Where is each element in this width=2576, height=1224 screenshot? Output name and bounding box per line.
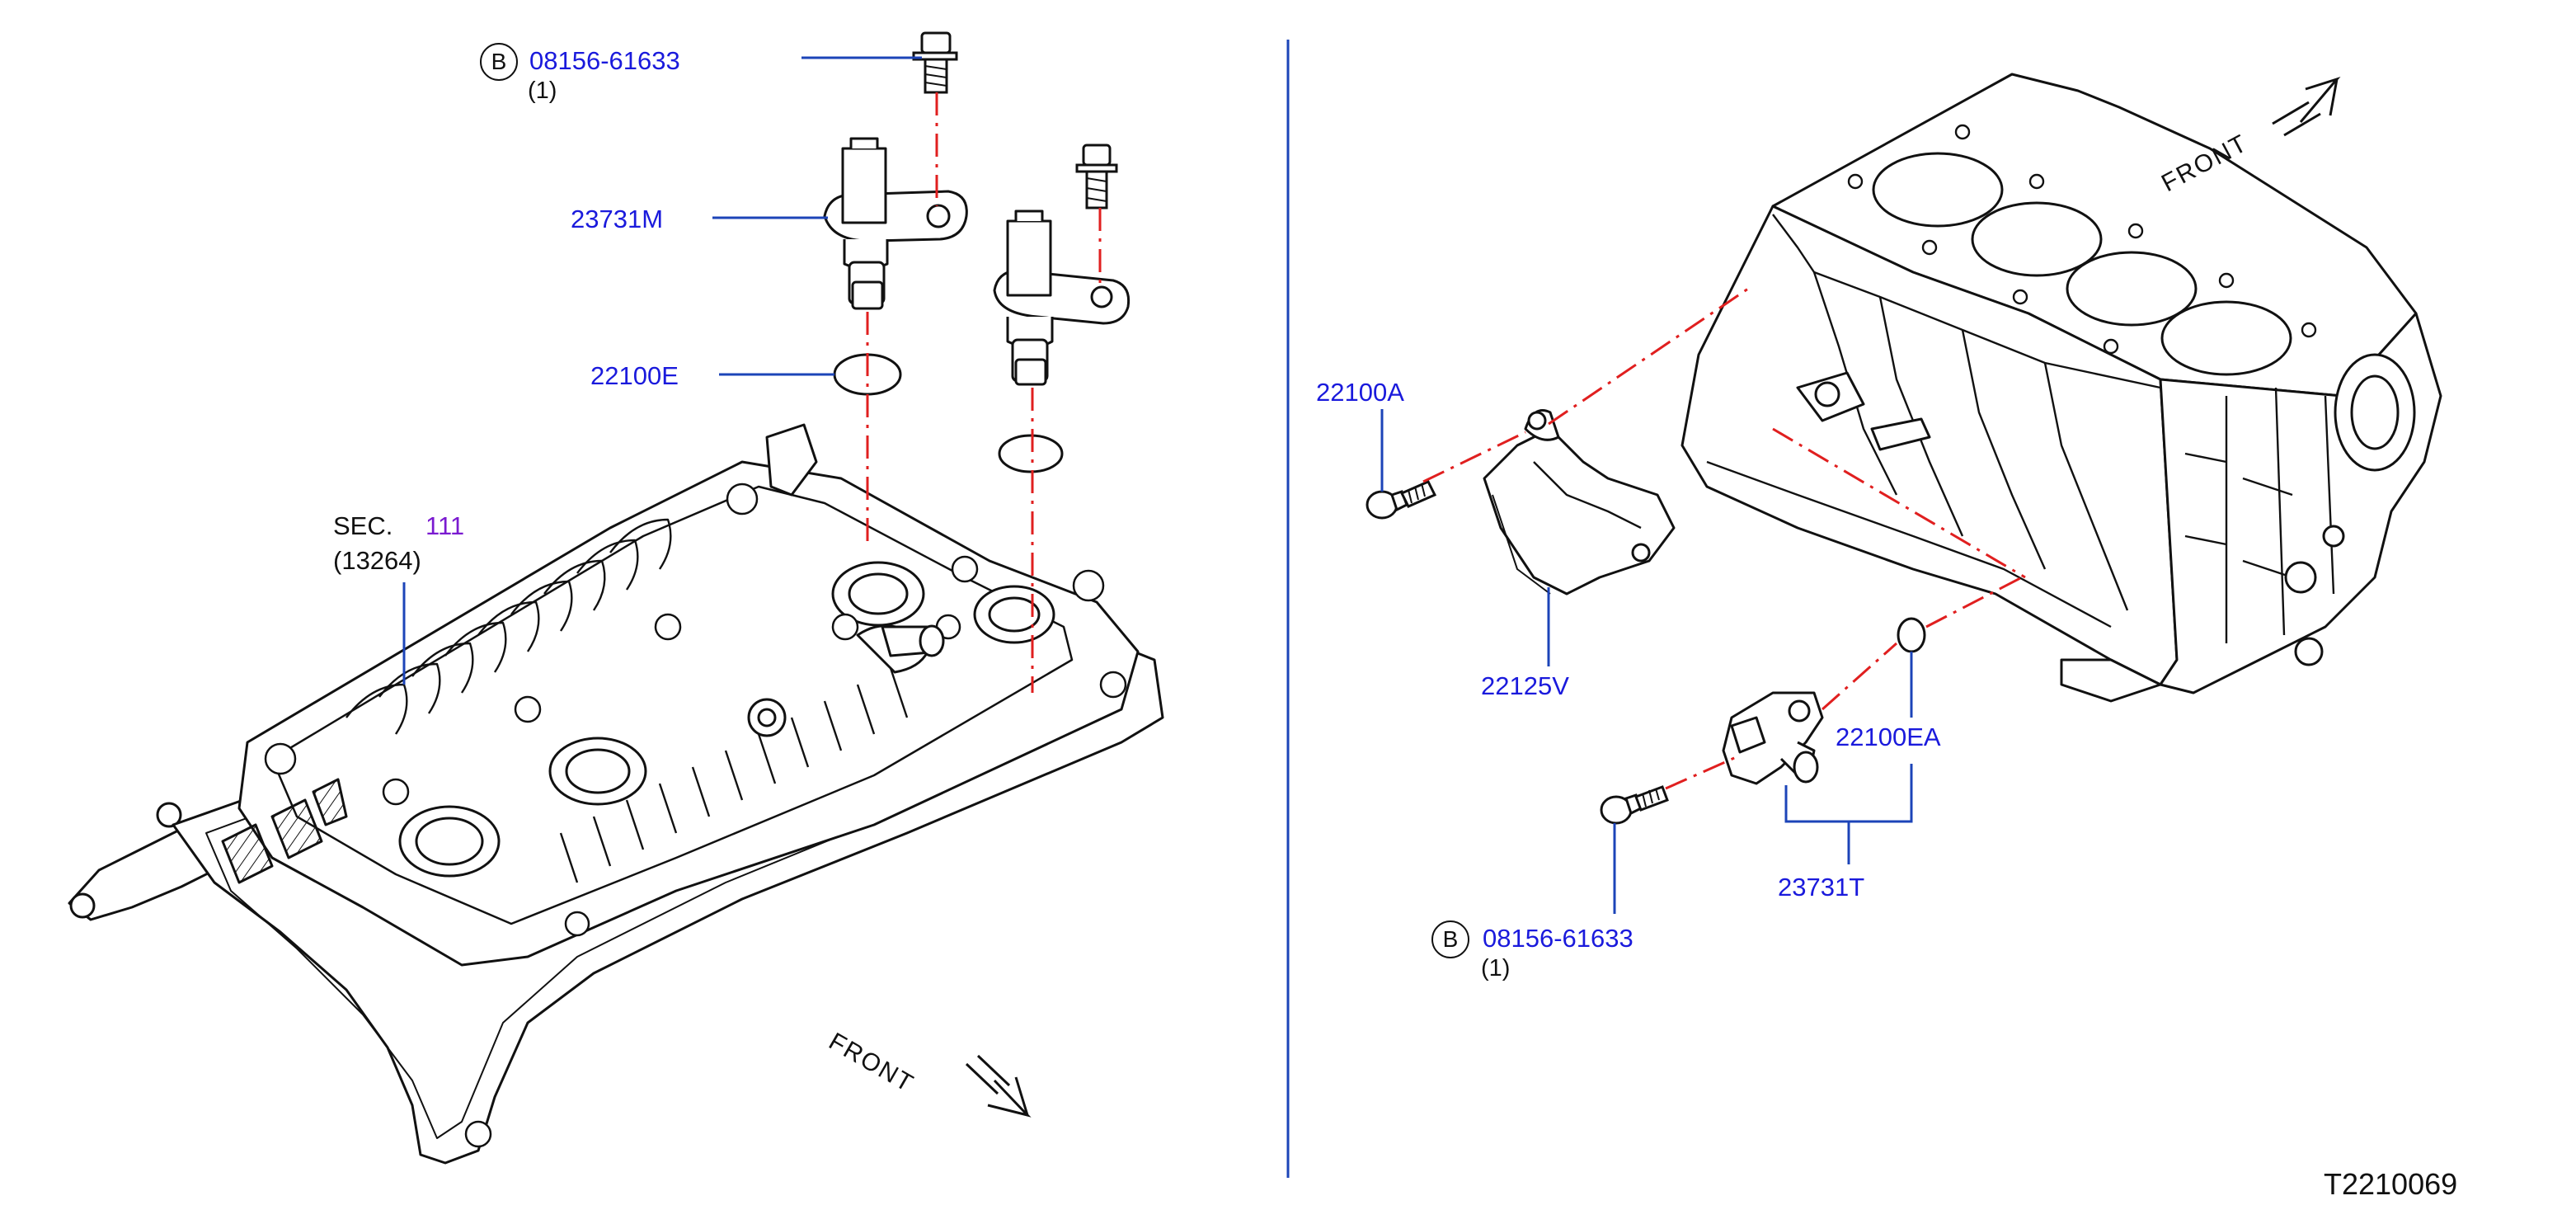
part-number-bolt-22100A: 22100A xyxy=(1316,378,1404,407)
sensor-cover xyxy=(1483,409,1676,596)
section-number[interactable]: 111 xyxy=(425,511,465,540)
part-number-crank-sensor: 23731T xyxy=(1778,873,1865,902)
badge-b-top: B xyxy=(480,43,518,81)
part-number-oring-right: 22100EA xyxy=(1836,723,1941,751)
bolt-22100A xyxy=(1366,480,1437,520)
section-sub: (13264) xyxy=(333,546,421,575)
bolt-top xyxy=(912,31,958,94)
cam-sensor-a xyxy=(823,137,968,310)
left-alignment-lines xyxy=(866,92,1102,693)
part-number-bolt-top: 08156-61633 xyxy=(529,46,680,75)
left-leader-lines xyxy=(402,56,922,685)
section-prefix: SEC. xyxy=(333,511,393,540)
part-number-cam-sensor: 23731M xyxy=(571,205,664,233)
part-number-oring-left: 22100E xyxy=(590,361,679,390)
cam-sensor-b xyxy=(993,209,1131,386)
valve-cover xyxy=(68,423,1164,1165)
bolt-second xyxy=(1075,144,1118,209)
oring-22100EA xyxy=(1897,617,1926,653)
diagram-id: T2210069 xyxy=(2324,1167,2458,1201)
qty-bolt-top: (1) xyxy=(528,78,557,104)
front-arrow-left xyxy=(965,1054,1032,1118)
qty-bolt-bottom: (1) xyxy=(1481,955,1511,982)
right-leader-lines xyxy=(1380,409,1913,914)
part-number-cover: 22125V xyxy=(1481,671,1569,700)
front-arrow-right xyxy=(2272,77,2341,137)
bolt-bottom xyxy=(1600,785,1669,825)
crank-sensor xyxy=(1722,691,1824,785)
part-number-bolt-bottom: 08156-61633 xyxy=(1483,924,1634,953)
badge-b-bottom: B xyxy=(1431,920,1469,958)
right-alignment-lines xyxy=(1422,287,2026,790)
engine-block xyxy=(1681,73,2442,703)
oring-b xyxy=(998,434,1064,473)
